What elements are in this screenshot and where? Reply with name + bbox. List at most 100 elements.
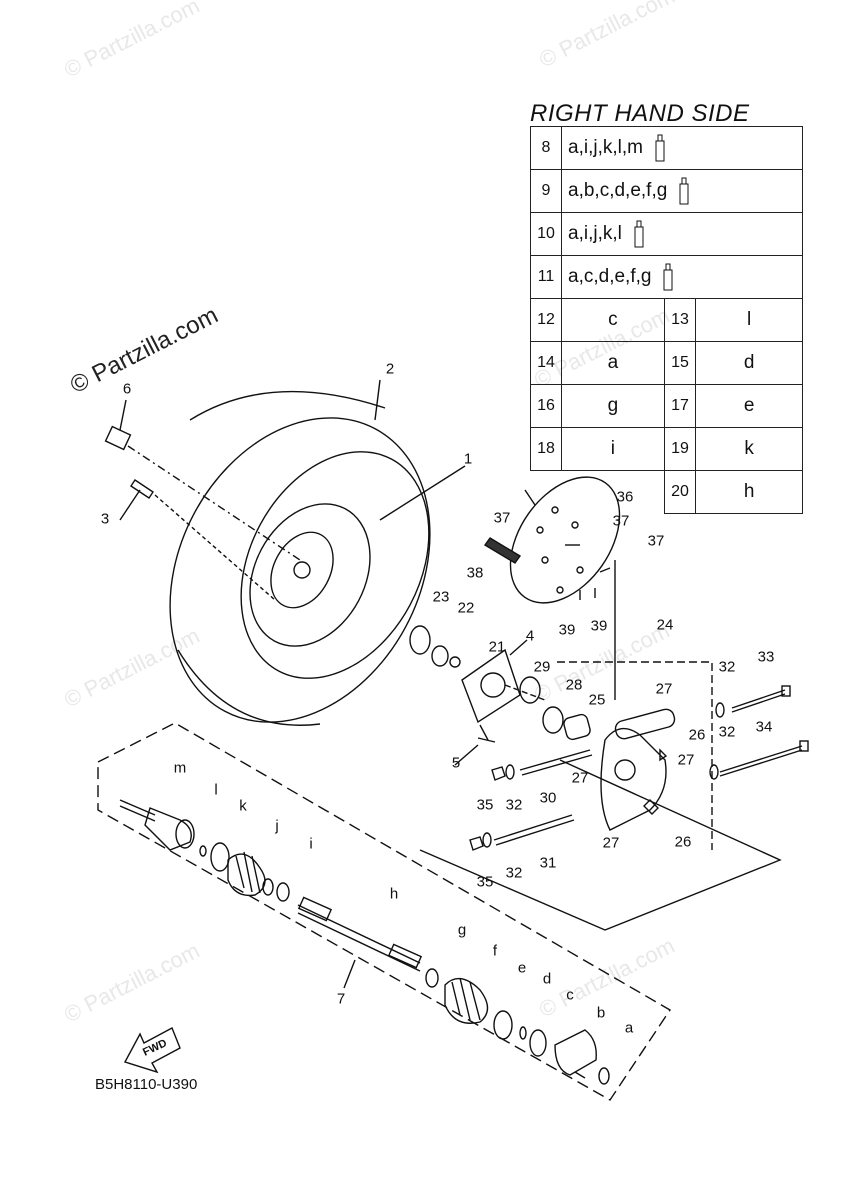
wheel-nut [104, 425, 301, 561]
part-codes: a,c,d,e,f,g [561, 255, 803, 299]
table-row: 18 i 19 k [530, 427, 803, 471]
callout-32: 32 [505, 796, 523, 814]
cv-boot-outer [227, 851, 274, 897]
callout-25: 25 [588, 691, 606, 709]
ref-number: 19 [663, 427, 697, 471]
callout-l: l [214, 781, 218, 799]
callout-6: 6 [122, 380, 132, 398]
part-code: a [561, 341, 665, 385]
callout-22: 22 [457, 599, 475, 617]
callout-27: 27 [571, 769, 589, 787]
callout-3: 3 [100, 510, 110, 528]
callout-i: i [309, 835, 313, 853]
callout-k: k [239, 797, 247, 815]
part-code: d [695, 341, 803, 385]
cv-boot-inner [444, 977, 489, 1024]
table-row: 14 a 15 d [530, 341, 803, 385]
table-row: 10 a,i,j,k,l [530, 212, 803, 256]
callout-c: c [566, 986, 574, 1004]
tire [169, 390, 431, 726]
callout-d: d [542, 970, 552, 988]
callout-1: 1 [463, 450, 473, 468]
cv-joint-outer [119, 799, 195, 851]
callout-j: j [275, 817, 279, 835]
grease-tube-icon [679, 177, 689, 205]
callout-4: 4 [525, 627, 535, 645]
part-codes: a,b,c,d,e,f,g [561, 169, 803, 213]
table-row: 20 h [531, 470, 803, 514]
callout-37: 37 [612, 512, 630, 530]
callout-36: 36 [616, 488, 634, 506]
ref-number: 11 [530, 255, 562, 299]
callout-37: 37 [493, 509, 511, 527]
grease-tube-icon [663, 263, 673, 291]
part-codes: a,i,j,k,l,m [561, 126, 803, 170]
callout-34: 34 [755, 718, 773, 736]
callout-38: 38 [466, 564, 484, 582]
wheel-rim [249, 503, 371, 647]
callout-29: 29 [533, 658, 551, 676]
diagram-code: B5H8110-U390 [95, 1076, 198, 1093]
ref-number: 13 [663, 298, 697, 342]
wheel-hub [461, 648, 546, 741]
table-row: 12 c 13 l [530, 298, 803, 342]
ref-number: 18 [530, 427, 562, 471]
fwd-arrow-icon [123, 1027, 181, 1074]
callout-27: 27 [602, 834, 620, 852]
part-code: i [561, 427, 665, 471]
callout-h: h [389, 885, 399, 903]
valve-stem [130, 479, 276, 601]
table-title: RIGHT HAND SIDE [530, 100, 750, 127]
callout-32: 32 [505, 864, 523, 882]
part-code: l [695, 298, 803, 342]
callout-5: 5 [451, 754, 461, 772]
callout-e: e [517, 959, 527, 977]
right-hand-side-table: 8 a,i,j,k,l,m 9 a,b,c,d,e,f,g 10 a,i,j,k… [530, 126, 803, 514]
part-code: g [561, 384, 665, 428]
part-codes: a,i,j,k,l [561, 212, 803, 256]
callout-28: 28 [565, 676, 583, 694]
callout-33: 33 [757, 648, 775, 666]
callout-26: 26 [688, 726, 706, 744]
callout-37: 37 [647, 532, 665, 550]
ref-number: 16 [530, 384, 562, 428]
callout-30: 30 [539, 789, 557, 807]
callout-35: 35 [476, 796, 494, 814]
callout-27: 27 [677, 751, 695, 769]
table-row: 16 g 17 e [530, 384, 803, 428]
table-row: 11 a,c,d,e,f,g [530, 255, 803, 299]
table-row: 9 a,b,c,d,e,f,g [530, 169, 803, 213]
callout-b: b [596, 1004, 606, 1022]
cv-joint-inner [554, 1029, 597, 1079]
ref-number: 9 [530, 169, 562, 213]
callout-g: g [457, 921, 467, 939]
ref-number: 14 [530, 341, 562, 385]
callout-f: f [492, 942, 498, 960]
ref-number: 12 [530, 298, 562, 342]
callout-7: 7 [336, 990, 346, 1008]
callout-27: 27 [655, 680, 673, 698]
callout-a: a [624, 1019, 634, 1037]
ref-number: 8 [530, 126, 562, 170]
ref-number: 17 [663, 384, 697, 428]
part-code: c [561, 298, 665, 342]
callout-21: 21 [488, 638, 506, 656]
callout-26: 26 [674, 833, 692, 851]
callout-m: m [173, 759, 187, 777]
table-row: 8 a,i,j,k,l,m [530, 126, 803, 170]
ref-number: 10 [530, 212, 562, 256]
grease-tube-icon [634, 220, 644, 248]
callout-24: 24 [656, 616, 674, 634]
callout-32: 32 [718, 723, 736, 741]
callout-31: 31 [539, 854, 557, 872]
knuckle [600, 727, 667, 831]
grease-tube-icon [655, 134, 665, 162]
drive-shaft [297, 896, 423, 972]
ref-number: 20 [663, 470, 697, 514]
hub-nut [409, 625, 461, 668]
callout-2: 2 [385, 360, 395, 378]
part-code: e [695, 384, 803, 428]
part-code: k [695, 427, 803, 471]
